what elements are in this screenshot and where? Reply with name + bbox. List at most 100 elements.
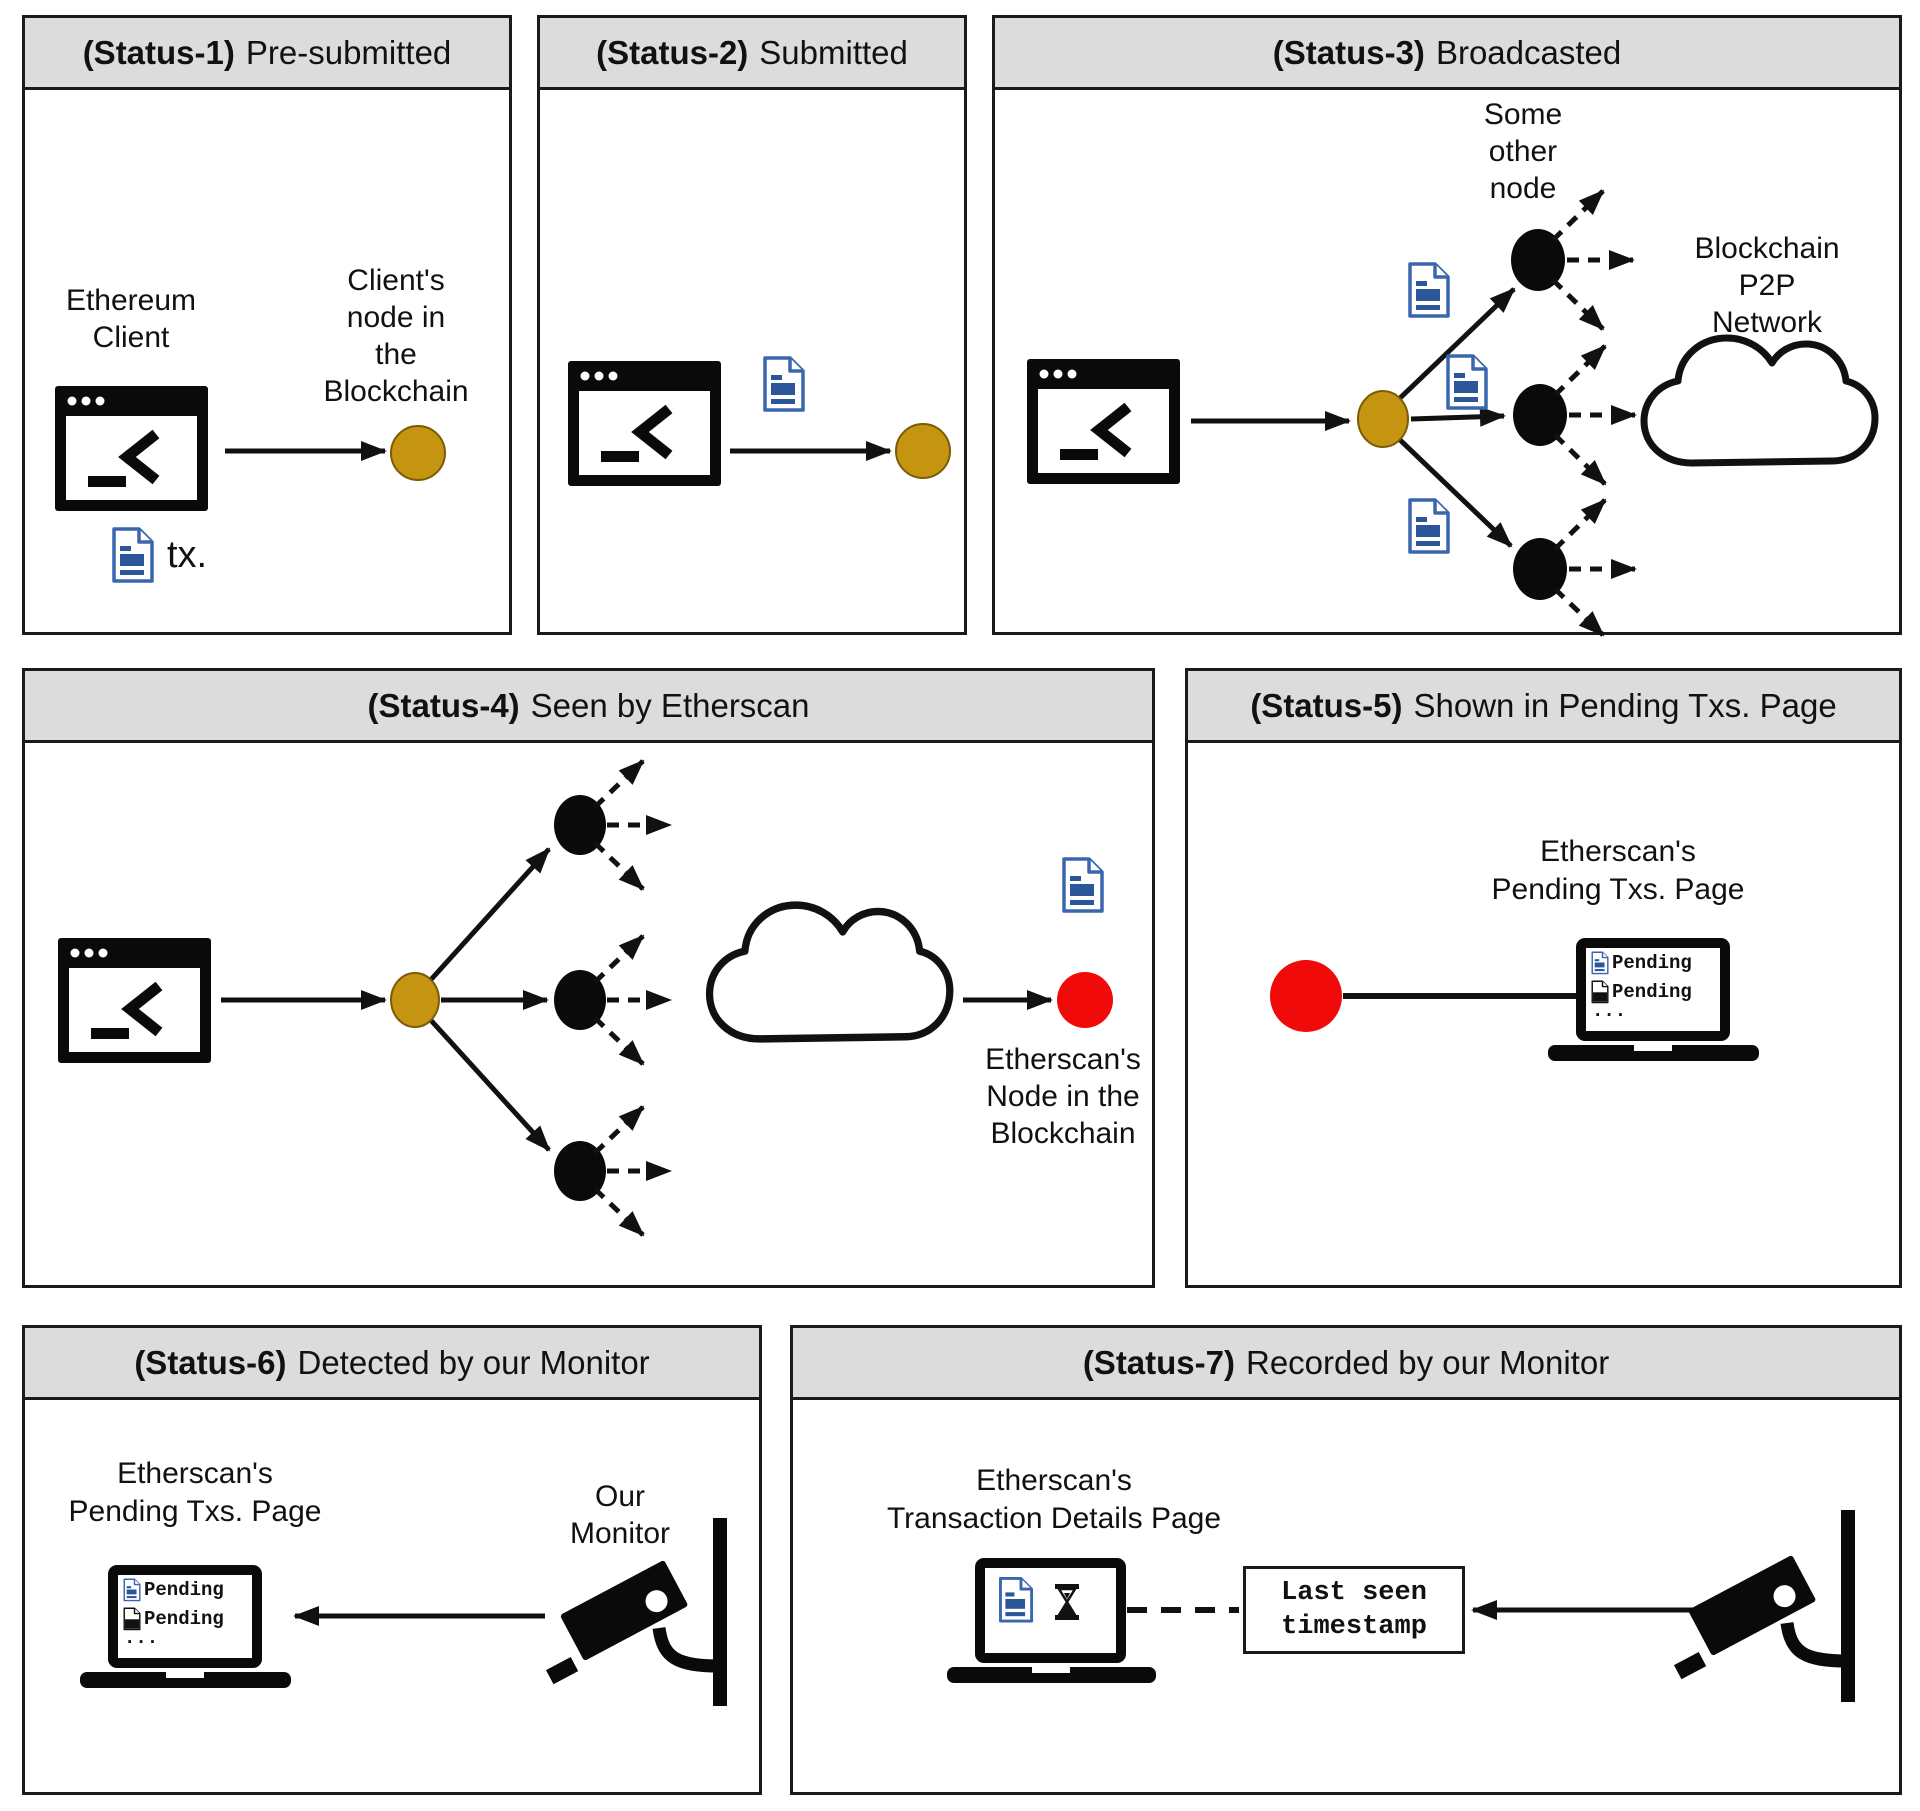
terminal-icon [58, 938, 211, 1063]
label-transaction-details-page: Etherscan's Transaction Details Page [886, 1464, 1222, 1535]
gold-node [895, 423, 951, 479]
tx-document-icon [763, 356, 805, 412]
p2p-cloud-icon [1640, 334, 1879, 467]
panel-status-3-header: (Status-3) Broadcasted [995, 18, 1899, 90]
arrow-broadcast-mid [1410, 406, 1506, 427]
pending-doc-icon-blue [123, 1578, 141, 1602]
gossip-arrow [593, 1105, 645, 1155]
tx-document-icon [1062, 857, 1104, 913]
gossip-arrow [1553, 587, 1605, 637]
arrow-broadcast-bottom [425, 1014, 551, 1152]
status-7-tag: (Status-7) [1082, 1343, 1235, 1381]
label-pending-txs-page: Etherscan's Pending Txs. Page [1491, 835, 1745, 906]
pending-doc-icon-black [123, 1607, 141, 1631]
peer-node-mid [1513, 384, 1567, 446]
p2p-cloud-icon [705, 901, 954, 1043]
peer-node-bottom [1513, 538, 1567, 600]
panel-status-1-body: Ethereum Client Client's node in the Blo… [25, 90, 509, 632]
status-3-diagram [1027, 189, 1879, 637]
peer-node-top [554, 795, 606, 855]
peer-node-top [1511, 229, 1565, 291]
pending-row: Pending [1612, 952, 1692, 974]
panel-status-2-header: (Status-2) Submitted [540, 18, 964, 90]
pending-row: Pending [144, 1608, 224, 1630]
terminal-icon [55, 386, 208, 511]
label-pending-txs-page: Etherscan's Pending Txs. Page [68, 1457, 322, 1528]
pending-ellipsis: ... [1592, 1000, 1627, 1022]
label-tx: tx. [167, 534, 208, 576]
panel-status-6: (Status-6) Detected by our Monitor Ether… [22, 1325, 762, 1795]
status-2-title: Submitted [759, 33, 908, 71]
label-clients-node: Client's node in the Blockchain [323, 264, 469, 408]
terminal-icon [1027, 359, 1180, 484]
panel-status-1-header: (Status-1) Pre-submitted [25, 18, 509, 90]
tx-document-icon [1446, 354, 1488, 410]
terminal-icon [568, 361, 721, 486]
arrow-broadcast-top [1395, 287, 1516, 403]
hourglass-icon [1055, 1584, 1079, 1620]
gossip-arrow [1553, 433, 1607, 486]
gold-node [390, 425, 446, 481]
panel-status-5-body: Etherscan's Pending Txs. Page Pending Pe… [1188, 743, 1899, 1285]
panel-status-7: (Status-7) Recorded by our Monitor Ether… [790, 1325, 1902, 1795]
status-5-title: Shown in Pending Txs. Page [1413, 686, 1837, 724]
pending-doc-icon-blue [1591, 951, 1609, 975]
gossip-arrow [593, 841, 645, 891]
last-seen-timestamp-box: Last seen timestamp [1243, 1566, 1465, 1654]
status-1-title: Pre-submitted [245, 33, 452, 71]
panel-status-7-body: Etherscan's Transaction Details Page [793, 1400, 1899, 1792]
panel-status-6-body: Etherscan's Pending Txs. Page Our Monito… [25, 1400, 759, 1792]
pending-doc-icon-black [1591, 980, 1609, 1004]
status-7-title: Recorded by our Monitor [1246, 1343, 1610, 1381]
gossip-arrow [1551, 189, 1605, 242]
label-etherscan-node: Etherscan's Node in the Blockchain [985, 1043, 1141, 1150]
panel-status-4-body: Etherscan's Node in the Blockchain [25, 743, 1152, 1285]
panel-status-4: (Status-4) Seen by Etherscan Etherscan's… [22, 668, 1155, 1288]
arrow-broadcast-bottom [1395, 435, 1513, 548]
arrow-broadcast-top [425, 847, 551, 986]
gossip-arrow [593, 1187, 645, 1237]
panel-status-2-body [540, 90, 964, 632]
gossip-arrow [593, 1016, 645, 1066]
label-p2p-network: Blockchain P2P Network [1694, 232, 1840, 339]
tx-document-icon [112, 527, 154, 583]
label-some-other-node: Some other node [1483, 98, 1563, 205]
label-our-monitor: Our Monitor [569, 1480, 671, 1550]
status-1-diagram [55, 386, 446, 583]
panel-status-5: (Status-5) Shown in Pending Txs. Page Et… [1185, 668, 1902, 1288]
monitor-camera-icon [1673, 1510, 1855, 1702]
status-6-title: Detected by our Monitor [297, 1343, 650, 1381]
pending-ellipsis: ... [124, 1627, 159, 1649]
tx-document-icon [1408, 262, 1450, 318]
gossip-arrow [1553, 498, 1607, 551]
pending-row: Pending [1612, 981, 1692, 1003]
status-1-tag: (Status-1) [82, 33, 235, 71]
gossip-arrow [1553, 344, 1607, 397]
panel-status-3: (Status-3) Broadcasted Some other node B… [992, 15, 1902, 637]
etherscan-node [1057, 972, 1113, 1028]
gossip-arrow [1551, 278, 1605, 331]
panel-status-3-body: Some other node Blockchain P2P Network [995, 90, 1899, 637]
gold-node [1357, 390, 1409, 448]
status-7-diagram [947, 1510, 1855, 1702]
status-5-diagram [1270, 938, 1759, 1061]
gossip-arrow [593, 759, 645, 809]
label-ethereum-client: Ethereum Client [65, 284, 197, 354]
panel-status-6-header: (Status-6) Detected by our Monitor [25, 1328, 759, 1400]
panel-status-2: (Status-2) Submitted [537, 15, 967, 635]
gossip-arrow [593, 934, 645, 984]
status-4-title: Seen by Etherscan [530, 686, 810, 724]
status-3-title: Broadcasted [1435, 33, 1622, 71]
panel-status-4-header: (Status-4) Seen by Etherscan [25, 671, 1152, 743]
status-5-tag: (Status-5) [1250, 686, 1403, 724]
peer-node-mid [554, 970, 606, 1030]
status-4-diagram [58, 759, 1113, 1237]
panel-status-5-header: (Status-5) Shown in Pending Txs. Page [1188, 671, 1899, 743]
panel-status-7-header: (Status-7) Recorded by our Monitor [793, 1328, 1899, 1400]
pending-row: Pending [144, 1579, 224, 1601]
peer-node-bottom [554, 1141, 606, 1201]
status-4-tag: (Status-4) [367, 686, 520, 724]
status-6-tag: (Status-6) [134, 1343, 287, 1381]
status-3-tag: (Status-3) [1272, 33, 1425, 71]
